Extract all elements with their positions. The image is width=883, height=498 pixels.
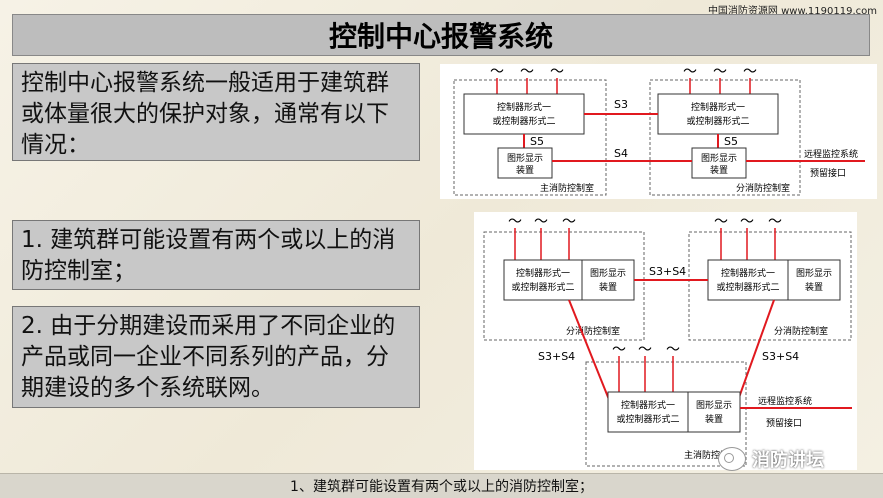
main-room-boundary xyxy=(585,361,747,467)
wave-icon: ～ xyxy=(612,342,626,358)
remote-label: 远程监控系统 xyxy=(758,395,812,407)
left-controller-label: 控制器形式一 xyxy=(516,267,570,279)
sub-display-label: 图形显示 xyxy=(701,152,737,164)
left-controller-label-2: 或控制器形式二 xyxy=(511,281,574,293)
s5-label-sub: S5 xyxy=(724,135,738,148)
right-sub-room-boundary xyxy=(688,231,852,341)
wave-icon: ～ xyxy=(713,64,727,80)
right-controller-label: 控制器形式一 xyxy=(721,267,775,279)
wechat-icon xyxy=(718,447,746,471)
right-sub-room-label: 分消防控制室 xyxy=(774,325,828,337)
site-watermark: 中国消防资源网 www.1190119.com xyxy=(707,6,877,17)
wave-icon: ～ xyxy=(768,214,782,230)
point2-text: 2. 由于分期建设而采用了不同企业的产品或同一企业不同系列的产品，分期建设的多个… xyxy=(21,313,396,401)
top-s3s4-label: S3+S4 xyxy=(649,265,686,278)
sub-room-label: 分消防控制室 xyxy=(736,182,790,194)
wave-icon: ～ xyxy=(743,64,757,80)
point1-text: 1. 建筑群可能设置有两个或以上的消防控制室； xyxy=(21,227,396,284)
remote-label: 远程监控系统 xyxy=(804,148,858,160)
sub-controller-label-2: 或控制器形式二 xyxy=(686,115,749,127)
main-controller-label: 控制器形式一 xyxy=(621,399,675,411)
logo: 消防讲坛 xyxy=(718,446,824,472)
sub-controller-label: 控制器形式一 xyxy=(691,101,745,113)
main-controller xyxy=(463,93,585,135)
main-display-label-2: 装置 xyxy=(516,164,534,176)
wave-icon: ～ xyxy=(740,214,754,230)
s4-label: S4 xyxy=(614,147,628,160)
s3-label: S3 xyxy=(614,98,628,111)
wave-icon: ～ xyxy=(714,214,728,230)
wave-icon: ～ xyxy=(638,342,652,358)
sub-room-boundary xyxy=(649,79,801,196)
right-s3s4-label: S3+S4 xyxy=(762,350,799,363)
left-display xyxy=(581,259,635,301)
intro-text-box: 控制中心报警系统一般适用于建筑群或体量很大的保护对象，通常有以下情况： xyxy=(12,63,420,161)
main-controller-label-2: 或控制器形式二 xyxy=(616,413,679,425)
wave-icon: ～ xyxy=(550,64,564,80)
main-display xyxy=(497,147,553,179)
wave-icon: ～ xyxy=(683,64,697,80)
point2-text-box: 2. 由于分期建设而采用了不同企业的产品或同一企业不同系列的产品，分期建设的多个… xyxy=(12,306,420,408)
right-controller-label-2: 或控制器形式二 xyxy=(716,281,779,293)
caption-text: 1、建筑群可能设置有两个或以上的消防控制室； xyxy=(290,479,593,495)
slide-title-text: 控制中心报警系统 xyxy=(328,20,553,53)
main-controller-label: 控制器形式一 xyxy=(497,101,551,113)
wave-icon: ～ xyxy=(490,64,504,80)
main-display-label-2: 装置 xyxy=(705,413,723,425)
wave-icon: ～ xyxy=(508,214,522,230)
sub-display xyxy=(691,147,747,179)
left-display-label-2: 装置 xyxy=(599,281,617,293)
s5-label-main: S5 xyxy=(530,135,544,148)
main-display-label: 图形显示 xyxy=(507,152,543,164)
main-display xyxy=(687,391,741,433)
diagram-bottom-panel: ～ ～ ～ ～ ～ ～ ～ ～ ～ 控制器形式一 或控制器形式二 图形显示 装置… xyxy=(474,212,857,470)
wave-icon: ～ xyxy=(666,342,680,358)
point1-text-box: 1. 建筑群可能设置有两个或以上的消防控制室； xyxy=(12,220,420,290)
remote-label-2: 预留接口 xyxy=(810,167,846,179)
diagram-top-panel: ～ ～ ～ ～ ～ ～ 控制器形式一 或控制器形式二 控制器形式一 或控制器形式… xyxy=(440,64,877,199)
logo-text: 消防讲坛 xyxy=(752,450,824,471)
left-controller xyxy=(503,259,583,301)
wave-icon: ～ xyxy=(520,64,534,80)
main-room-boundary xyxy=(453,79,607,196)
left-s3s4-label: S3+S4 xyxy=(538,350,575,363)
slide-title: 控制中心报警系统 xyxy=(12,14,870,56)
main-controller xyxy=(607,391,689,433)
caption-bar: 1、建筑群可能设置有两个或以上的消防控制室； xyxy=(0,473,883,498)
right-display-label-2: 装置 xyxy=(805,281,823,293)
left-display-label: 图形显示 xyxy=(590,267,626,279)
diagram-top: ～ ～ ～ ～ ～ ～ 控制器形式一 或控制器形式二 控制器形式一 或控制器形式… xyxy=(453,64,865,196)
sub-display-label-2: 装置 xyxy=(710,164,728,176)
sub-controller xyxy=(657,93,779,135)
right-display xyxy=(787,259,841,301)
wave-icon: ～ xyxy=(534,214,548,230)
remote-label-2: 预留接口 xyxy=(766,417,802,429)
diagram-bottom: ～ ～ ～ ～ ～ ～ ～ ～ ～ 控制器形式一 或控制器形式二 图形显示 装置… xyxy=(483,214,852,467)
right-controller xyxy=(707,259,789,301)
left-sub-room-boundary xyxy=(483,231,645,341)
intro-text: 控制中心报警系统一般适用于建筑群或体量很大的保护对象，通常有以下情况： xyxy=(21,70,389,158)
right-display-label: 图形显示 xyxy=(796,267,832,279)
main-room-label: 主消防控制室 xyxy=(540,182,594,194)
main-controller-label-2: 或控制器形式二 xyxy=(492,115,555,127)
left-sub-room-label: 分消防控制室 xyxy=(566,325,620,337)
main-display-label: 图形显示 xyxy=(696,399,732,411)
wave-icon: ～ xyxy=(562,214,576,230)
